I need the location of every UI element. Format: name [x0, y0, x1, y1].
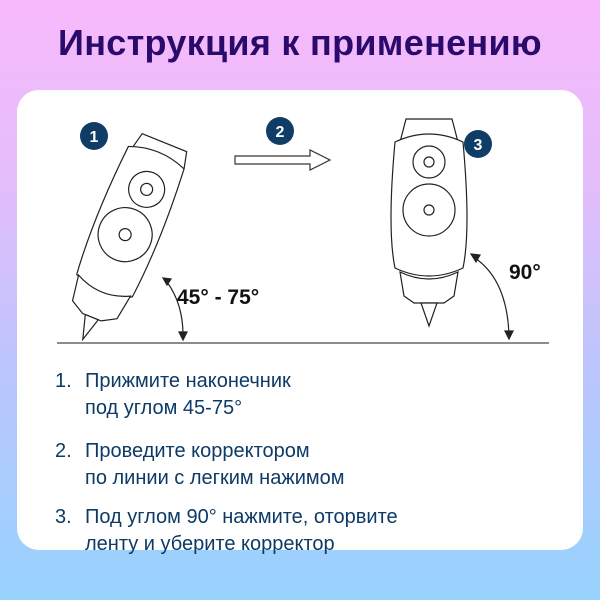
angle-arrow-vertical-icon [469, 253, 514, 341]
step-text-line1: Под углом 90° нажмите, оторвите [85, 506, 398, 528]
usage-diagram: 1 2 3 [57, 117, 549, 344]
step-1-badge: 1 [80, 122, 108, 150]
corrector-vertical-icon [390, 118, 468, 328]
step-text-line2: ленту и уберите корректор [85, 533, 335, 555]
step-text-line1: Прижмите наконечник [85, 370, 291, 392]
step-number: 2. [55, 440, 72, 462]
angle-arrow-tilted-icon [161, 277, 188, 342]
angle-label-vertical: 90° [509, 261, 541, 284]
step-text-line1: Проведите корректором [85, 440, 310, 462]
step-number: 1. [55, 370, 72, 392]
step-number: 3. [55, 506, 72, 528]
page-title: Инструкция к применению [58, 22, 542, 63]
svg-text:2: 2 [276, 124, 285, 141]
step-3-badge: 3 [464, 130, 492, 158]
instruction-card: 1 2 3 [17, 90, 583, 555]
arrow-right-icon [234, 149, 332, 171]
step-2-badge: 2 [266, 117, 294, 145]
step-text-line2: под углом 45-75° [85, 397, 243, 419]
corrector-tilted-icon [71, 132, 188, 342]
svg-text:1: 1 [90, 129, 99, 146]
svg-text:3: 3 [474, 137, 483, 154]
step-text-line2: по линии с легким нажимом [85, 467, 345, 489]
angle-label-tilted: 45° - 75° [177, 286, 260, 309]
